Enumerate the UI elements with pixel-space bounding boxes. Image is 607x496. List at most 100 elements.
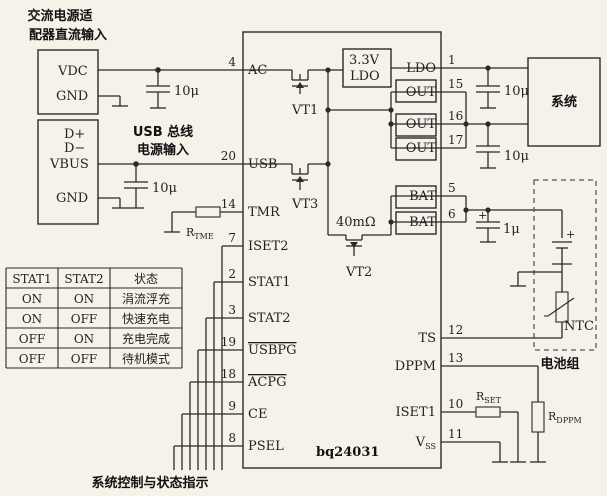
pin-label-box-3 [395, 185, 437, 209]
vdc-label: VDC [57, 64, 88, 79]
table-cell-0-2: 涓流浮充 [122, 291, 170, 306]
pin-label-box-4 [395, 211, 437, 235]
left-pin-num-7: 7 [228, 231, 236, 245]
vt3-label: VT3 [291, 197, 318, 212]
chip-name: bq24031 [316, 445, 379, 460]
right-pin-name-out-17: OUT [406, 141, 437, 156]
left-pin-num-19: 19 [221, 335, 236, 349]
system-label: 系统 [551, 94, 577, 110]
left-pin-num-20: 20 [221, 149, 236, 163]
right-pin-name-bat-6: BAT [409, 215, 436, 230]
right-pin-name-ts-12: TS [418, 331, 436, 346]
left-pin-num-4: 4 [228, 55, 236, 69]
table-cell-0-1: ON [74, 292, 94, 306]
right-pin-name-ldo-1: LDO [406, 61, 436, 76]
cap-ac-label: 10μ [174, 84, 199, 99]
right-pin-name-out-16: OUT [406, 117, 437, 132]
left-pin-num-2: 2 [228, 267, 236, 281]
right-pin-name-v-11: VSS [415, 435, 436, 451]
right-pin-num-13: 13 [448, 351, 463, 365]
ldo-line1: 3.3V [349, 53, 380, 68]
right-pin-name-out-15: OUT [406, 85, 437, 100]
vt2-label: VT2 [345, 265, 372, 280]
rtme-resistor [195, 206, 221, 218]
table-cell-2-0: OFF [19, 332, 46, 346]
left-pin-name-ac: AC [247, 63, 267, 78]
left-pin-name-iset2: ISET2 [248, 239, 288, 254]
battery-plus: + [566, 228, 575, 241]
left-pin-name-stat2: STAT2 [248, 311, 291, 326]
table-cell-3-1: OFF [71, 352, 98, 366]
gnd2-label: GND [56, 191, 88, 206]
right-pin-num-1: 1 [448, 53, 456, 67]
left-pin-num-3: 3 [228, 303, 236, 317]
table-cell-1-2: 快速充电 [122, 311, 170, 326]
ntc-label: NTC [564, 319, 594, 334]
dminus-label: D− [64, 141, 85, 156]
left-pin-name-ce: CE [248, 407, 267, 422]
system-box [527, 57, 601, 147]
left-pin-num-18: 18 [221, 367, 236, 381]
right-pin-num-16: 16 [448, 109, 463, 123]
table-cell-3-0: OFF [19, 352, 46, 366]
vt1-label: VT1 [291, 103, 318, 118]
left-pin-name-usb: USB [248, 157, 277, 172]
cap-bat-label: 1μ [503, 222, 520, 237]
battery-pack-box [533, 179, 597, 351]
right-pin-num-10: 10 [448, 397, 463, 411]
pin-label-box-0 [395, 79, 437, 103]
rset-resistor [475, 406, 501, 418]
cap-out-label: 10μ [504, 149, 529, 164]
usb-label-1: USB 总线 [133, 124, 193, 140]
left-pin-num-8: 8 [228, 431, 236, 445]
usb-label-2: 电源输入 [137, 142, 189, 158]
gnd1-label: GND [56, 89, 88, 104]
cap-ldo-label: 10μ [504, 84, 529, 99]
ntc-resistor [555, 291, 569, 323]
right-pin-num-5: 5 [448, 181, 456, 195]
footer-label: 系统控制与状态指示 [91, 475, 208, 491]
left-pin-name-psel: PSEL [248, 439, 284, 454]
table-cell-2-2: 充电完成 [122, 331, 170, 346]
right-pin-name-dppm-13: DPPM [395, 359, 436, 374]
rdppm-resistor [531, 401, 545, 433]
table-cell-3-2: 待机模式 [122, 352, 170, 366]
right-pin-group: 1LDO15OUT16OUT17OUT5BAT6BAT12TS13DPPM10I… [395, 53, 464, 451]
chip-bq24031 [242, 31, 442, 469]
table-cell-0-0: ON [22, 292, 42, 306]
right-pin-num-12: 12 [448, 323, 463, 337]
pin-label-box-1 [395, 113, 437, 137]
dplus-label: D+ [64, 127, 85, 142]
table-cell-2-1: ON [74, 332, 94, 346]
ac-adapter-label-2: 配器直流输入 [29, 27, 107, 43]
table-cell-1-0: ON [22, 312, 42, 326]
rtme-label: RTME [186, 226, 214, 241]
right-pin-num-11: 11 [448, 427, 463, 441]
ac-adapter-label-1: 交流电源适 [27, 8, 92, 24]
table-header-0: STAT1 [12, 272, 51, 286]
pin-label-box-2 [395, 137, 437, 161]
rdppm-label: RDPPM [548, 410, 582, 425]
right-pin-name-bat-5: BAT [409, 189, 436, 204]
table-header-2: 状态 [134, 272, 158, 286]
ac-adapter-box [37, 49, 99, 115]
left-pin-num-9: 9 [228, 399, 236, 413]
left-pin-name-usbpg: USBPG [248, 343, 297, 358]
r40m-label: 40mΩ [336, 215, 376, 230]
left-pin-name-stat1: STAT1 [248, 275, 291, 290]
left-pin-num-14: 14 [221, 197, 237, 211]
vbus-label: VBUS [49, 157, 89, 172]
ldo-line2: LDO [350, 69, 380, 84]
control-lines [173, 245, 243, 470]
usb-box [37, 119, 99, 225]
right-pin-num-6: 6 [448, 207, 456, 221]
cap-usb-label: 10μ [152, 181, 177, 196]
left-pin-name-tmr: TMR [248, 205, 281, 220]
right-pin-num-17: 17 [448, 133, 463, 147]
battery-pack-label: 电池组 [540, 356, 579, 372]
left-pin-name-acpg: ACPG [247, 375, 286, 390]
